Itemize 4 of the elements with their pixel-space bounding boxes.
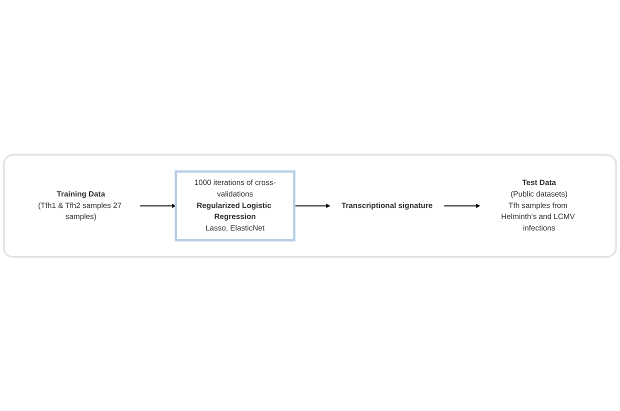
cluster (2, 153, 618, 258)
arrow (140, 203, 176, 208)
arrow (444, 203, 480, 208)
arrow (294, 203, 330, 208)
